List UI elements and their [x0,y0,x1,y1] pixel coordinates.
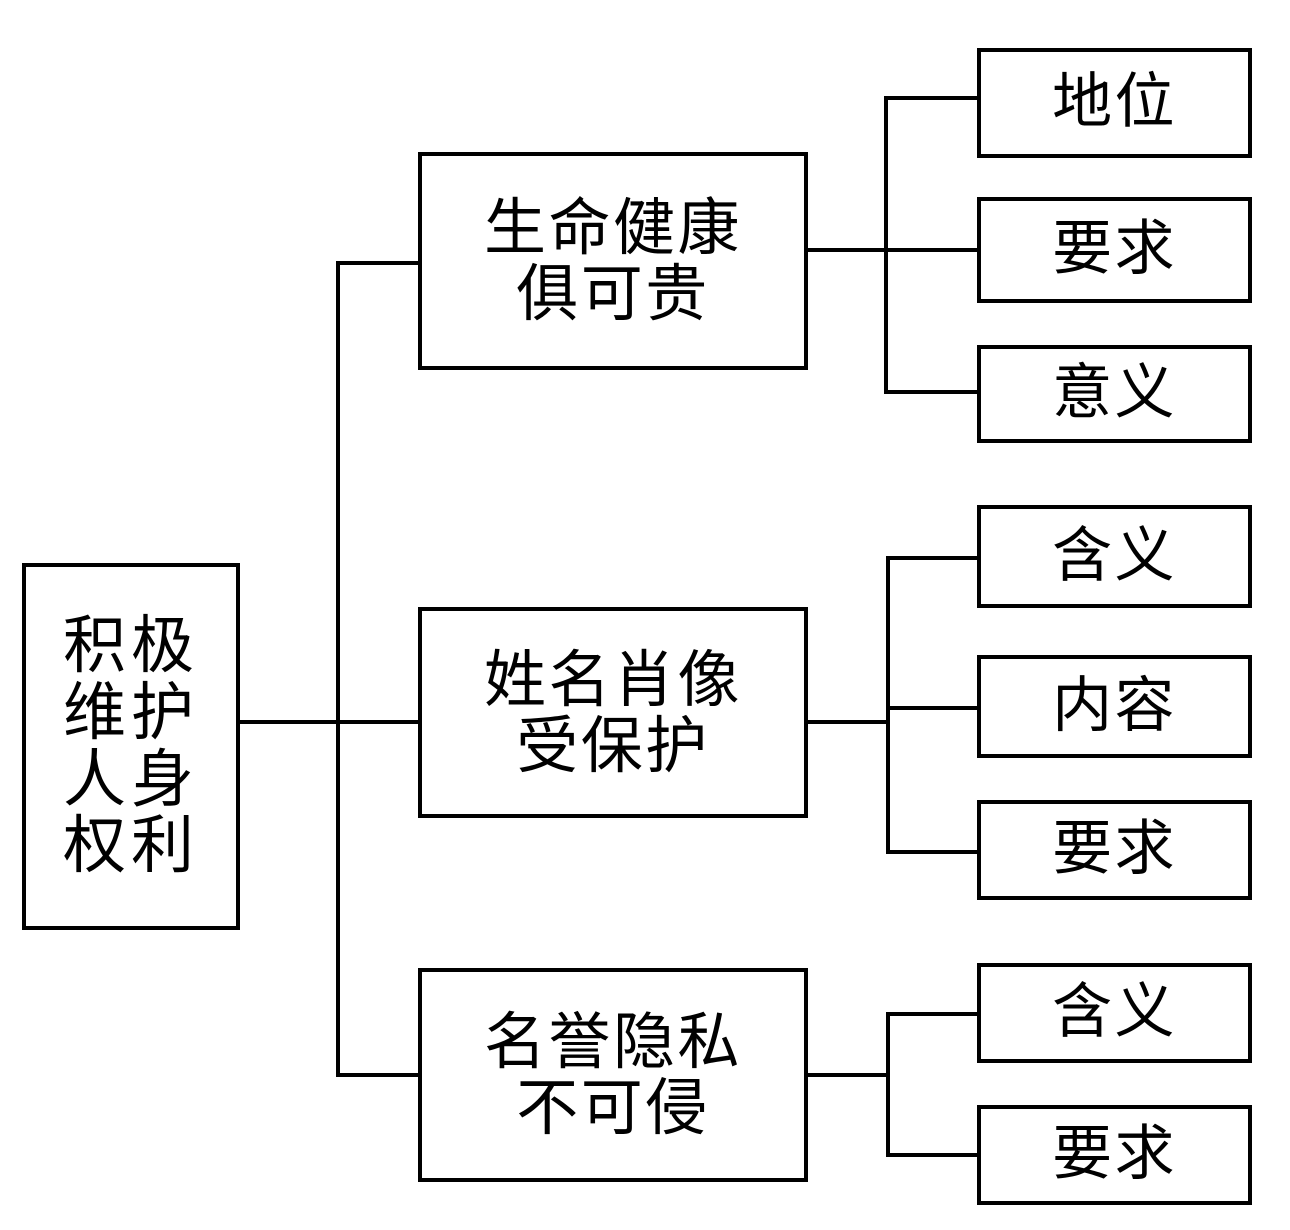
node-branch-reputation-privacy[interactable]: 名誉隐私 不可侵 [418,968,808,1182]
node-leaf-3-2-label: 要求 [1052,1119,1177,1190]
edge-branch-2-to-leaf-1 [886,556,979,560]
edge-branch-1-to-leaf-2 [884,248,979,252]
node-root-line-3: 人身 [62,742,200,816]
node-leaf-2-1-label: 含义 [1052,520,1177,591]
edge-branch-2-to-leaf-3 [886,850,979,854]
edge-branch-3-stub [806,1073,890,1077]
node-branch-2-line-1: 姓名肖像 [484,642,742,716]
edge-branch-2-to-leaf-2 [886,706,979,710]
node-branch-3-line-1: 名誉隐私 [484,1005,742,1079]
edge-branch-1-spine [884,96,888,394]
node-leaf-content[interactable]: 内容 [977,655,1252,758]
node-leaf-1-1-label: 地位 [1052,67,1177,138]
node-leaf-meaning-1[interactable]: 含义 [977,505,1252,608]
edge-root-stub [240,720,338,724]
node-branch-1-line-2: 俱可贵 [516,257,710,330]
edge-branch-2-stub [806,720,890,724]
node-leaf-1-2-label: 要求 [1052,214,1177,285]
edge-branch-3-to-leaf-1 [886,1012,979,1016]
node-branch-2-line-2: 受保护 [516,708,710,782]
edge-branch-1-to-leaf-1 [884,96,979,100]
node-leaf-2-3-label: 要求 [1052,814,1177,885]
edge-branch-1-stub [806,248,888,252]
node-leaf-3-1-label: 含义 [1052,977,1177,1048]
edge-branch-1-to-leaf-3 [884,390,979,394]
node-branch-1-line-1: 生命健康 [484,191,742,265]
node-branch-name-portrait[interactable]: 姓名肖像 受保护 [418,607,808,818]
node-leaf-requirement-2[interactable]: 要求 [977,800,1252,900]
node-root-line-2: 维护 [62,675,200,749]
edge-branch-2-spine [886,556,890,854]
node-branch-life-health[interactable]: 生命健康 俱可贵 [418,152,808,370]
node-leaf-status[interactable]: 地位 [977,48,1252,158]
node-leaf-2-2-label: 内容 [1052,670,1177,741]
node-root-line-4: 权利 [62,809,200,883]
edge-spine-to-branch-1 [336,261,420,265]
node-leaf-1-3-label: 意义 [1052,358,1177,429]
node-root-line-1: 积极 [62,608,200,682]
node-leaf-requirement-1[interactable]: 要求 [977,197,1252,303]
node-leaf-meaning-2[interactable]: 含义 [977,963,1252,1063]
edge-spine-to-branch-2 [336,720,420,724]
edge-branch-3-to-leaf-2 [886,1153,979,1157]
edge-spine-to-branch-3 [336,1073,420,1077]
edge-main-spine [336,261,340,1077]
node-leaf-requirement-3[interactable]: 要求 [977,1105,1252,1205]
edge-branch-3-spine [886,1012,890,1157]
node-root[interactable]: 积极 维护 人身 权利 [22,563,240,930]
node-leaf-significance[interactable]: 意义 [977,345,1252,443]
node-branch-3-line-2: 不可侵 [516,1071,710,1144]
